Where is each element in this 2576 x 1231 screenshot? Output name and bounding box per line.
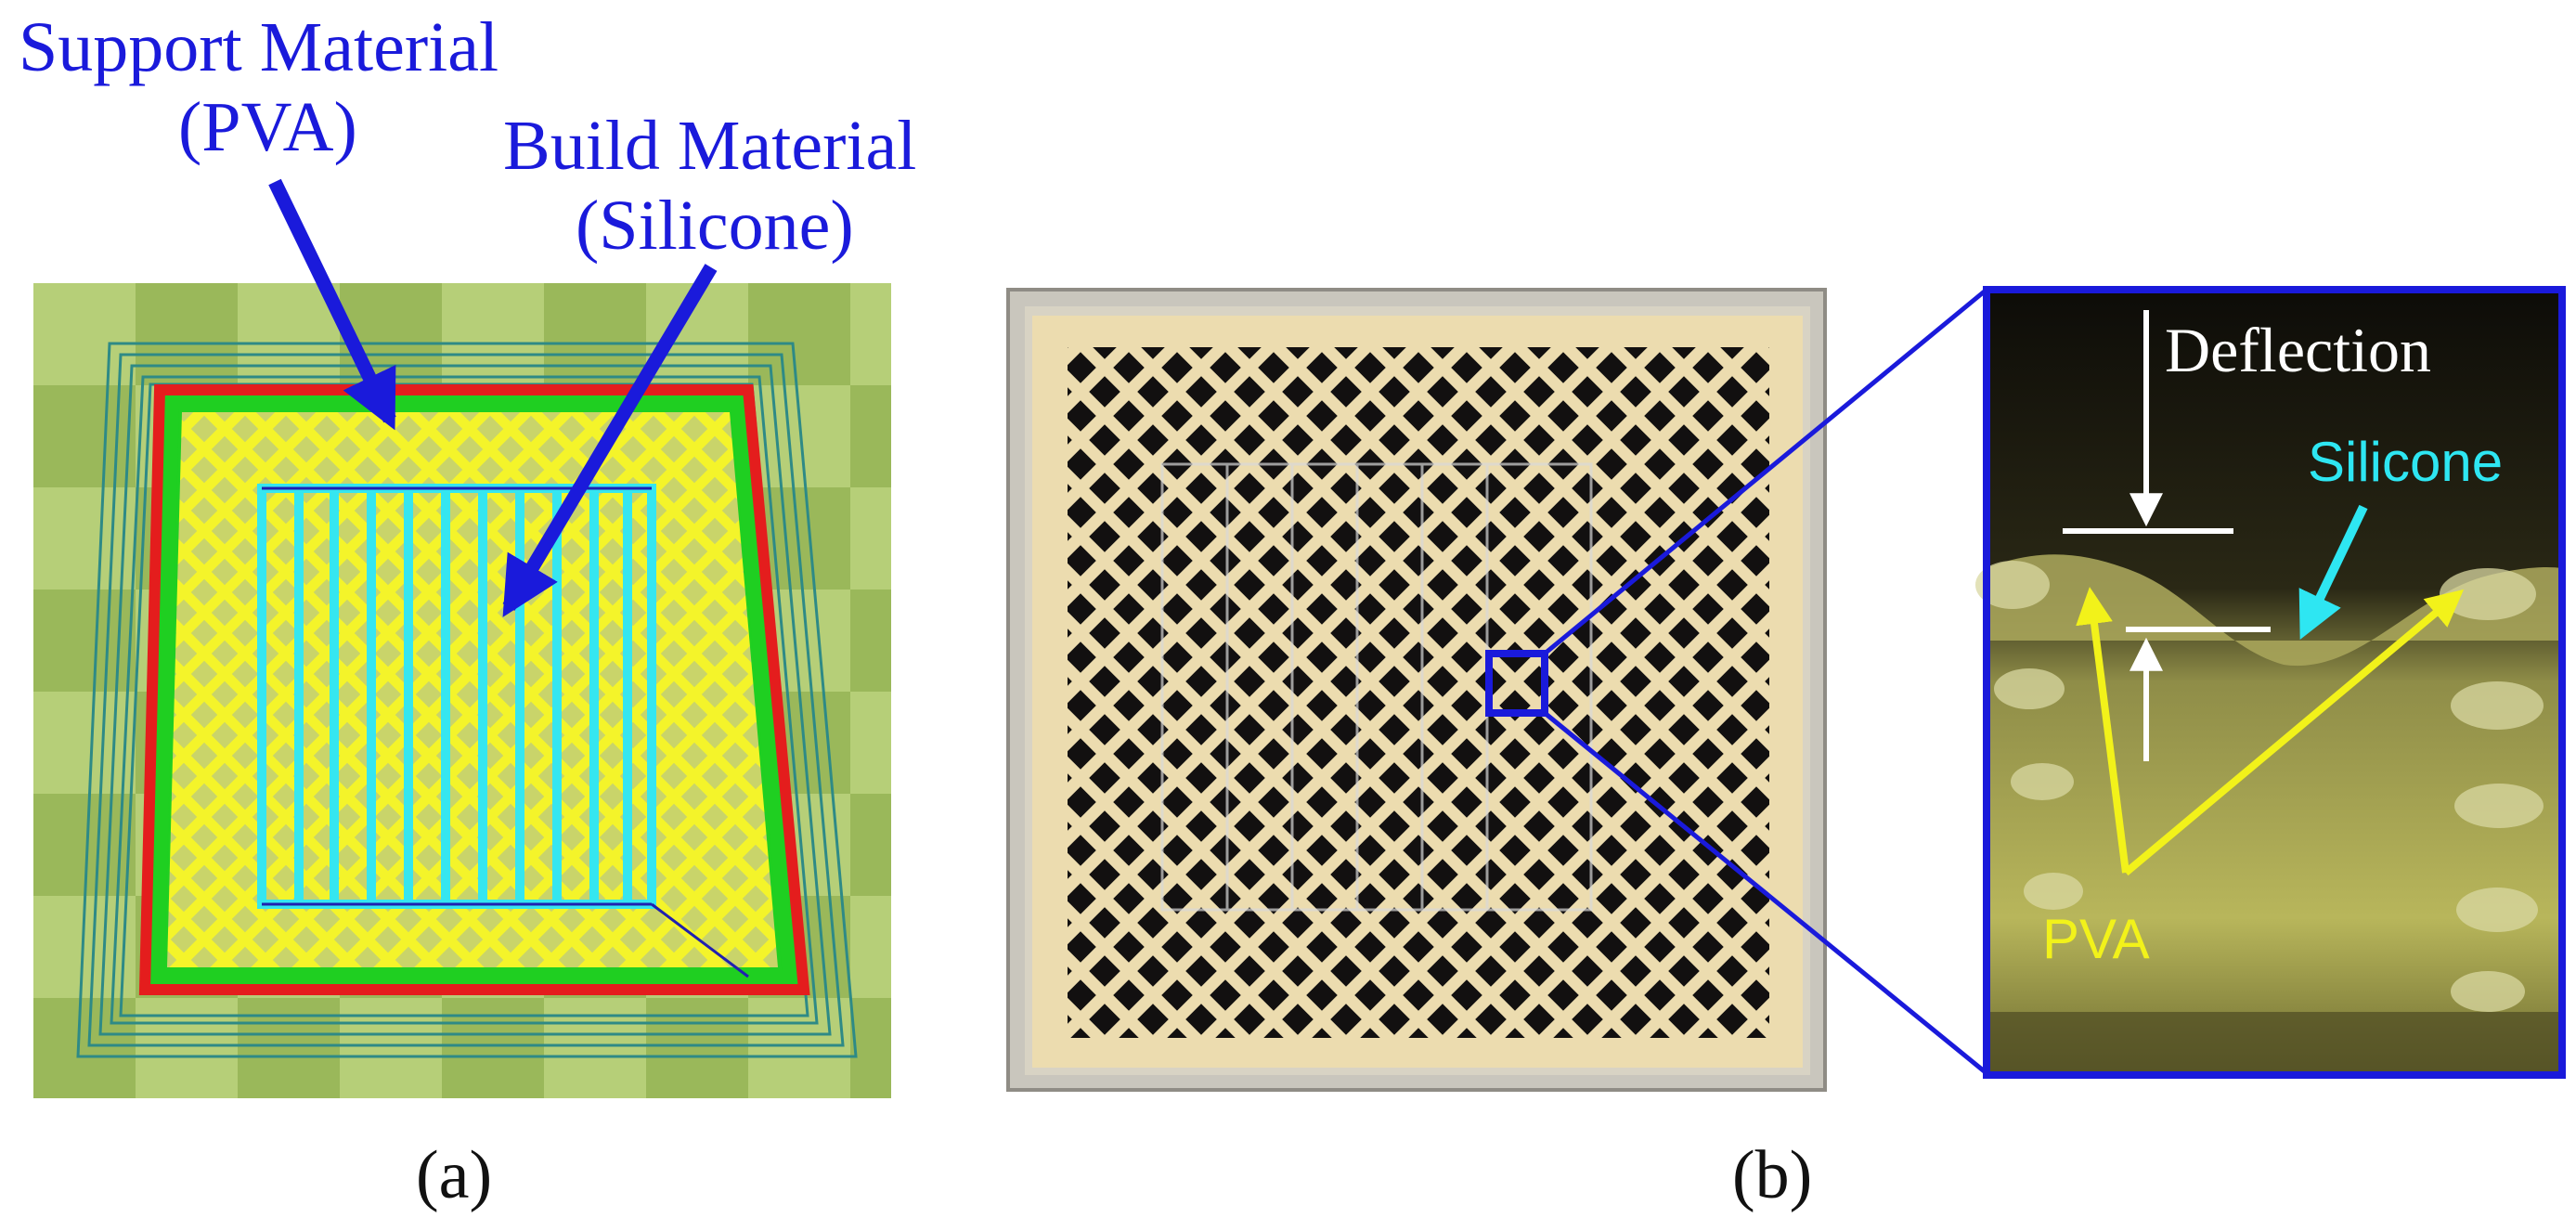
support-material-sub: (PVA) (178, 88, 357, 166)
print-lattice (1068, 347, 1769, 1038)
pva-droplets (1975, 561, 2544, 1012)
print-bed-band (1987, 1012, 2562, 1075)
inset-border (1983, 286, 2566, 1079)
inset-silicone-label: Silicone (2308, 431, 2503, 493)
pva-arrow-right (2123, 589, 2465, 876)
zoom-connector-bottom (1543, 711, 1988, 1075)
build-material-label: Build Material (503, 107, 916, 185)
deflection-marker (2063, 310, 2271, 761)
build-arrow (502, 264, 718, 617)
travel-line (651, 902, 749, 978)
zoom-connector-top (1543, 288, 1988, 655)
panel-a-slicer-view (33, 283, 891, 1098)
pva-arrow-left (2076, 587, 2129, 874)
support-material-label: Support Material (19, 8, 498, 86)
deflection-label: Deflection (2165, 315, 2431, 385)
zoom-region-box (1485, 650, 1548, 717)
inset-pva-label: PVA (2042, 908, 2150, 970)
support-arrow (268, 178, 396, 431)
panel-b-caption: (b) (1732, 1137, 1812, 1213)
panel-a-annotation-arrows (268, 178, 718, 617)
perimeter-green (150, 396, 796, 983)
inset-background (1987, 290, 2562, 1075)
build-material-sub: (Silicone) (576, 187, 854, 265)
silicone-arrow (2298, 504, 2368, 641)
skirt-lines (76, 342, 858, 1058)
panel-b-print-photo (1006, 288, 1827, 1092)
panel-a-caption: (a) (416, 1137, 492, 1213)
inset-closeup: Deflection Silicone PVA (1975, 286, 2566, 1079)
